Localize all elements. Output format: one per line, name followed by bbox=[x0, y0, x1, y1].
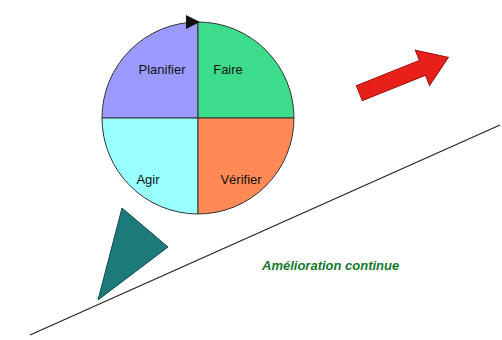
direction-arrow bbox=[352, 40, 455, 111]
rotation-marker bbox=[186, 15, 200, 29]
pdca-quadrant: Vérifier bbox=[198, 118, 294, 214]
pdca-quadrant: Agir bbox=[102, 118, 198, 214]
quadrant-shape bbox=[198, 22, 294, 118]
wedge-chock bbox=[98, 208, 168, 300]
pdca-quadrant: Faire bbox=[198, 22, 294, 118]
phase-label: Vérifier bbox=[220, 172, 261, 188]
phase-label: Agir bbox=[136, 172, 159, 188]
quadrant-shape bbox=[198, 118, 294, 214]
phase-label: Planifier bbox=[139, 62, 186, 78]
pdca-quadrant: Planifier bbox=[102, 22, 198, 118]
phase-label: Faire bbox=[213, 62, 243, 78]
slope-caption: Amélioration continue bbox=[262, 258, 399, 274]
quadrant-shape bbox=[102, 118, 198, 214]
